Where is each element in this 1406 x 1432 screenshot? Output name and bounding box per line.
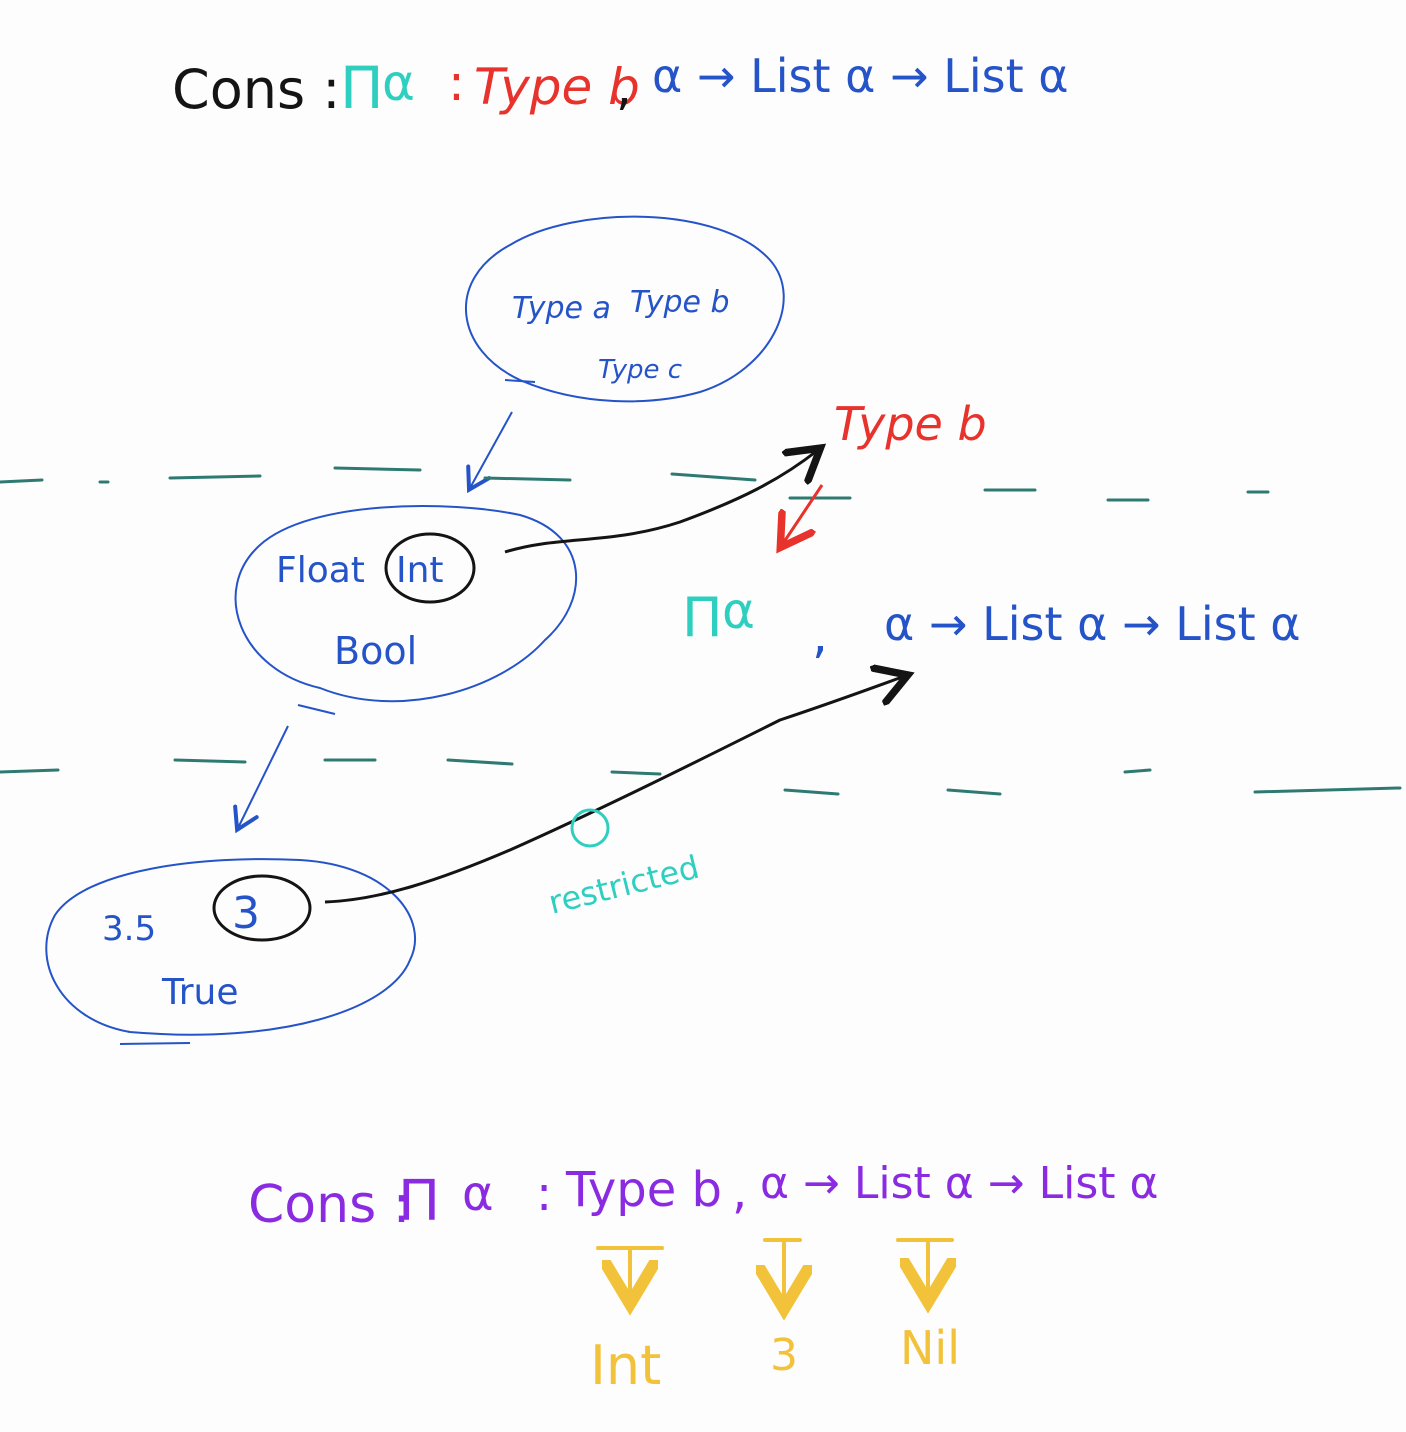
instantiation-nil: Nil (900, 1321, 960, 1375)
value-3-circle (212, 874, 312, 942)
bottom-formula-rest: α → List α → List α (760, 1158, 1159, 1209)
universe-mid-bool: Bool (334, 629, 417, 673)
arrow-type-b-down (782, 484, 824, 545)
bottom-formula-pi: Π (398, 1169, 440, 1234)
bottom-formula-cons: Cons : (248, 1175, 410, 1235)
bottom-formula-colon: : (536, 1166, 552, 1222)
int-circle (384, 532, 476, 604)
middle-type-b-label: Type b (834, 397, 987, 451)
middle-formula: Π α , α → List α → List α (682, 582, 1301, 664)
bottom-formula-type: Type b (565, 1162, 722, 1218)
top-formula-pi: Π (340, 54, 384, 122)
universe-mid: Float Int Bool (234, 505, 578, 715)
bottom-formula: Cons : Π α : Type b , α → List α → List … (248, 1158, 1159, 1235)
instantiation-3: 3 (770, 1330, 798, 1381)
top-formula-colon: : (448, 54, 465, 112)
middle-formula-comma: , (812, 606, 828, 664)
dashed-divider-lower (0, 758, 1402, 796)
arrow-3-to-alpha (324, 676, 905, 904)
middle-formula-pi: Π (682, 586, 723, 649)
universe-mid-ellipse (234, 505, 578, 703)
arrow-top-to-mid (466, 411, 513, 494)
universe-bottom-ellipse (45, 858, 416, 1036)
universe-top-type-a: Type a (512, 291, 611, 326)
top-formula-rest: α → List α → List α (652, 49, 1069, 103)
universe-bottom-3: 3 (232, 888, 260, 939)
instantiation-int: Int (590, 1334, 661, 1397)
universe-mid-float: Float (276, 550, 365, 591)
middle-formula-alpha: α (722, 582, 755, 640)
restricted-circle (570, 808, 610, 848)
universe-mid-int: Int (396, 550, 444, 591)
top-formula-comma: , (616, 58, 632, 116)
instantiation-arrows (596, 1238, 952, 1305)
universe-bottom: 3.5 3 True (45, 858, 416, 1045)
universe-bottom-true: True (161, 972, 238, 1013)
universe-top-ellipse (464, 215, 785, 403)
top-formula-cons: Cons : (172, 58, 340, 121)
universe-bottom-3-5: 3.5 (102, 909, 156, 949)
middle-formula-rest: α → List α → List α (884, 597, 1301, 651)
universe-top-type-c: Type c (598, 355, 682, 385)
top-formula-type: Type b (474, 58, 640, 116)
bottom-formula-alpha: α (462, 1166, 494, 1222)
arrow-int-to-type-b (504, 450, 818, 554)
top-formula: Cons : Π α : Type b , α → List α → List … (172, 49, 1069, 122)
dashed-divider-upper (0, 466, 1270, 502)
universe-top: Type a Type b Type c (464, 215, 785, 403)
restricted-label: restricted (545, 848, 703, 922)
arrow-mid-to-bottom (233, 725, 289, 834)
universe-top-type-b: Type b (630, 285, 730, 320)
top-formula-alpha: α (382, 54, 415, 112)
bottom-formula-comma: , (732, 1164, 747, 1220)
instantiation-values: Int 3 Nil (590, 1321, 960, 1397)
